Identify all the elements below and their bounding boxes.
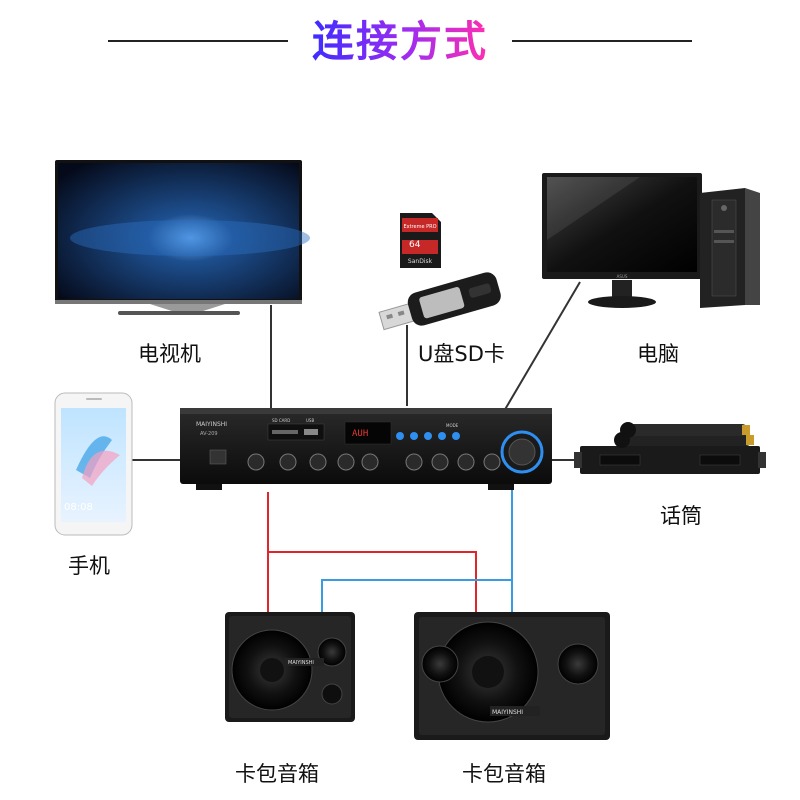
label-computer: 电脑 (637, 342, 679, 366)
amp-slot-sd: SD CARD (272, 418, 290, 423)
wireless-microphone (574, 422, 766, 474)
sd-brand: SanDisk (408, 258, 433, 265)
label-usb-sd: U盘SD卡 (418, 342, 505, 366)
monitor-brand: ASUS (617, 274, 628, 279)
amp-mode: MODE (446, 423, 459, 428)
usb-stick (378, 272, 501, 331)
amp-model: AV-209 (200, 431, 218, 437)
speaker-wires-blue (321, 484, 513, 612)
label-microphone: 话筒 (660, 504, 702, 528)
label-speaker-right: 卡包音箱 (462, 762, 546, 786)
title-rule-right (512, 40, 692, 42)
phone-clock: 08:08 (64, 502, 93, 513)
speaker-left (225, 612, 355, 722)
amplifier: MAIYINSHI AV-209 SD CARD USB AUH MODE (180, 408, 552, 490)
amp-slot-usb: USB (306, 418, 314, 423)
amp-brand: MAIYINSHI (196, 421, 227, 428)
speaker-left-brand: MAIYINSHI (288, 660, 314, 666)
label-phone: 手机 (68, 554, 110, 578)
label-speaker-left: 卡包音箱 (235, 762, 319, 786)
amp-knobs (247, 453, 501, 471)
sd-capacity: 64 (409, 240, 421, 250)
wire-computer (499, 281, 581, 419)
amp-display: AUH (352, 429, 368, 439)
page-title: 连接方式 (311, 17, 488, 66)
speaker-right (414, 612, 610, 740)
computer-tower (700, 188, 760, 308)
speaker-wires-red (267, 492, 477, 612)
amp-buttons (396, 432, 460, 440)
label-tv: 电视机 (138, 342, 201, 366)
smartphone: 08:08 (54, 392, 133, 536)
title-rule-left (108, 40, 288, 42)
tv-set (55, 160, 310, 315)
sd-card: Extreme PRO 64 SanDisk (400, 213, 441, 268)
speaker-right-brand: MAIYINSHI (492, 709, 523, 716)
sd-series: Extreme PRO (403, 224, 436, 230)
computer-monitor: ASUS (542, 173, 702, 308)
